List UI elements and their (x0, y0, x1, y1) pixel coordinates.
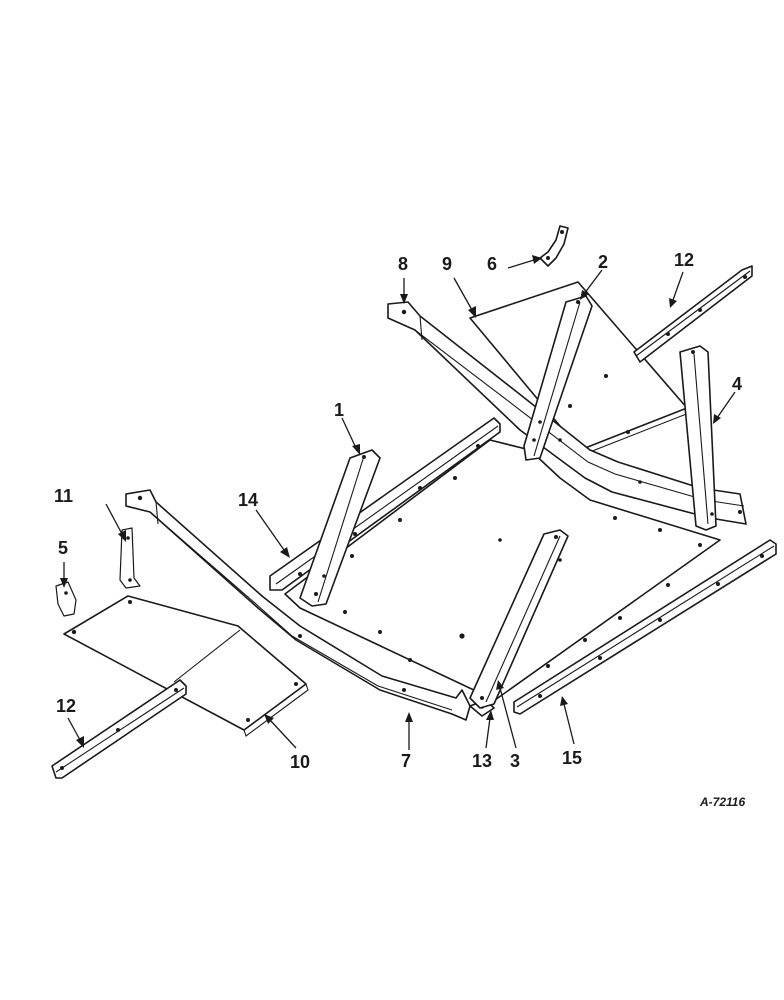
callout-5: 5 (58, 538, 68, 558)
callout-10: 10 (290, 752, 310, 772)
callout-14: 14 (238, 490, 258, 510)
callout-12-lower: 12 (56, 696, 76, 716)
part-6-bracket (539, 225, 569, 267)
callout-12-upper: 12 (674, 250, 694, 270)
callout-13: 13 (472, 751, 492, 771)
callout-labels: 1 2 3 4 5 6 7 8 9 10 11 12 12 13 14 15 (54, 250, 742, 772)
part-12-angle-strip-upper (633, 265, 753, 363)
main-floor-plate (284, 439, 721, 701)
reference-number: A-72116 (699, 795, 745, 809)
callout-3: 3 (510, 751, 520, 771)
callout-11: 11 (54, 486, 73, 506)
callout-4: 4 (732, 374, 742, 394)
part-12-angle-strip-lower (51, 679, 187, 779)
callout-8: 8 (398, 254, 408, 274)
part-4-support (679, 345, 717, 531)
callout-9: 9 (442, 254, 452, 274)
part-3-brace (469, 529, 569, 709)
part-5-bracket (55, 581, 77, 617)
callout-2: 2 (598, 252, 608, 272)
leader-lines (60, 255, 736, 750)
callout-7: 7 (401, 751, 411, 771)
callout-15: 15 (562, 748, 582, 768)
callout-6: 6 (487, 254, 497, 274)
callout-1: 1 (334, 400, 344, 420)
part-15-side-angle (513, 539, 777, 715)
part-10-front-floor-plate (63, 595, 309, 737)
part-11-bracket (119, 527, 141, 589)
part-1-support (299, 449, 381, 607)
